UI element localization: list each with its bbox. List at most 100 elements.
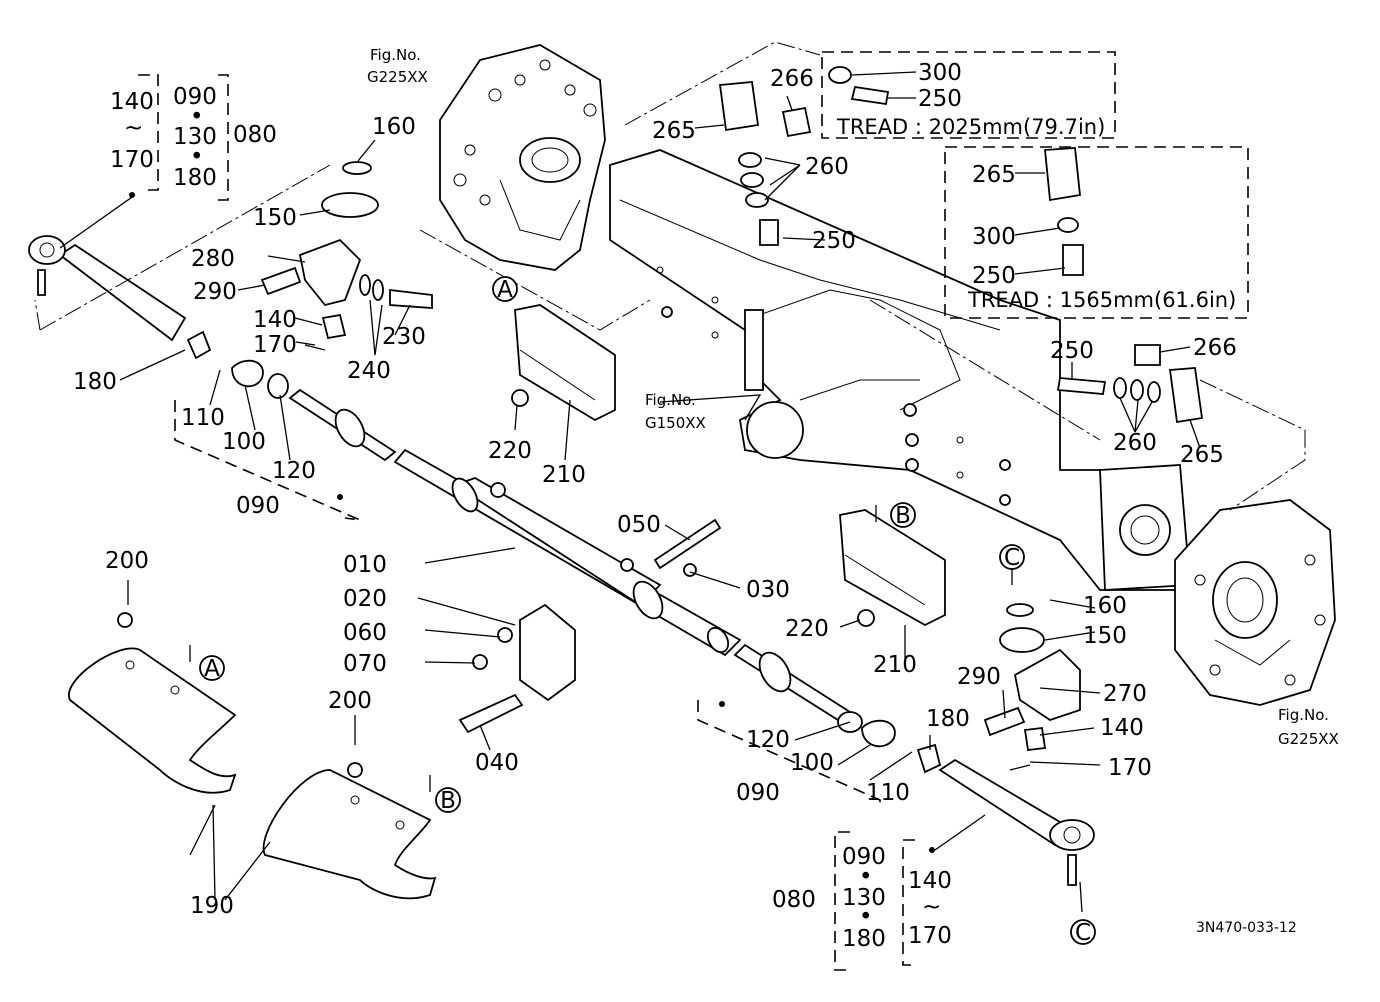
tread-2025-label: TREAD : 2025mm(79.7in): [836, 115, 1105, 139]
part-label-266-right: 266: [1193, 335, 1237, 361]
part-label-260-right: 260: [1113, 430, 1157, 456]
part-label-250-box1: 250: [918, 86, 962, 112]
callout-c-top: C: [999, 544, 1025, 571]
group-left-090: 090: [173, 84, 217, 110]
group-left-130: 130: [173, 124, 217, 150]
part-label-160-left: 160: [372, 114, 416, 140]
part-label-120-right: 120: [746, 727, 790, 753]
axle-housing: [609, 149, 1191, 591]
callout-c-label: C: [1075, 920, 1091, 946]
right-tie-rod: [837, 711, 1095, 886]
part-label-170-left: 170: [253, 332, 297, 358]
group-dots: [129, 192, 935, 853]
group-bottom-tilde: ~: [922, 894, 941, 920]
callout-a-label: A: [497, 277, 513, 303]
part-label-265-box2: 265: [972, 162, 1016, 188]
support-bracket-020: [458, 518, 722, 734]
part-label-250-right: 250: [1050, 338, 1094, 364]
part-label-230: 230: [382, 324, 426, 350]
fig-ref-code-mid: G150XX: [645, 414, 706, 432]
part-label-280: 280: [191, 246, 235, 272]
figure-code: 3N470-033-12: [1196, 920, 1297, 936]
part-label-140-left: 140: [253, 307, 297, 333]
part-label-070: 070: [343, 651, 387, 677]
part-label-170-right: 170: [1108, 755, 1152, 781]
left-knuckle-arm: [260, 161, 433, 351]
part-label-300-box2: 300: [972, 224, 1016, 250]
group-bottom-130: 130: [842, 885, 886, 911]
right-gear-case: [1174, 499, 1336, 706]
part-label-190: 190: [190, 893, 234, 919]
callout-c-bottom: C: [1070, 919, 1096, 946]
part-label-180-right: 180: [926, 706, 970, 732]
part-label-300-box1: 300: [918, 60, 962, 86]
callout-c-label: C: [1004, 545, 1020, 571]
part-label-040: 040: [475, 750, 519, 776]
group-left-080: 080: [233, 122, 277, 148]
fig-ref-label-mid: Fig.No.: [645, 391, 696, 409]
callout-b-label: B: [895, 503, 911, 529]
part-label-250-top: 250: [812, 228, 856, 254]
part-label-050: 050: [617, 512, 661, 538]
group-left-170: 170: [110, 147, 154, 173]
part-label-090-right: 090: [736, 780, 780, 806]
callout-b-bottom: B: [435, 787, 461, 814]
part-label-160-right: 160: [1083, 593, 1127, 619]
callout-b-top: B: [890, 502, 916, 529]
callout-a-bottom: A: [199, 655, 225, 682]
part-label-260-top: 260: [805, 154, 849, 180]
part-label-265-right: 265: [1180, 442, 1224, 468]
part-label-060: 060: [343, 620, 387, 646]
part-label-250-box2: 250: [972, 263, 1016, 289]
part-label-110-right: 110: [866, 780, 910, 806]
part-label-150-right: 150: [1083, 623, 1127, 649]
fig-ref-code-right: G225XX: [1278, 730, 1339, 748]
part-label-110-left: 110: [181, 405, 225, 431]
part-label-140-right: 140: [1100, 715, 1144, 741]
fig-ref-code-left: G225XX: [367, 68, 428, 86]
group-bottom-180: 180: [842, 926, 886, 952]
group-outlines: [34, 41, 1306, 971]
group-bottom-090: 090: [842, 844, 886, 870]
part-label-090-left: 090: [236, 493, 280, 519]
group-left-140: 140: [110, 89, 154, 115]
group-bottom-080: 080: [772, 887, 816, 913]
tread-kit-parts: [718, 66, 1204, 424]
bracket-210-left: [511, 304, 616, 422]
callout-a-top: A: [492, 276, 518, 303]
part-label-020: 020: [343, 586, 387, 612]
part-label-010: 010: [343, 552, 387, 578]
part-label-290-left: 290: [193, 279, 237, 305]
left-gear-case: [439, 44, 606, 271]
part-label-200-left: 200: [105, 548, 149, 574]
group-bottom-dot1: •: [859, 864, 873, 890]
tread-1565-label: TREAD : 1565mm(61.6in): [967, 288, 1236, 312]
part-label-290-right: 290: [957, 664, 1001, 690]
part-label-030: 030: [746, 577, 790, 603]
part-label-270: 270: [1103, 681, 1147, 707]
part-label-120-left: 120: [272, 458, 316, 484]
left-tie-rod: [28, 235, 289, 399]
group-bottom-dot2: •: [859, 904, 873, 930]
guard-190-left: [68, 612, 237, 794]
group-left-tilde: ~: [124, 115, 143, 141]
callout-a-label: A: [204, 656, 220, 682]
group-left-dot2: •: [190, 144, 204, 170]
part-label-210-right: 210: [873, 652, 917, 678]
right-knuckle-arm: [983, 603, 1081, 771]
part-label-150-left: 150: [253, 205, 297, 231]
part-label-100-right: 100: [790, 750, 834, 776]
fig-ref-label-left: Fig.No.: [370, 46, 421, 64]
part-label-210-left: 210: [542, 462, 586, 488]
part-label-266-top: 266: [770, 66, 814, 92]
steering-cylinder: [288, 388, 852, 722]
part-label-200-right: 200: [328, 688, 372, 714]
part-label-100-left: 100: [222, 429, 266, 455]
group-left-dot1: •: [190, 104, 204, 130]
part-label-240: 240: [347, 358, 391, 384]
guard-190-right: [262, 762, 437, 900]
part-label-265-top: 265: [652, 118, 696, 144]
part-label-180-left: 180: [73, 369, 117, 395]
part-label-220-right: 220: [785, 616, 829, 642]
